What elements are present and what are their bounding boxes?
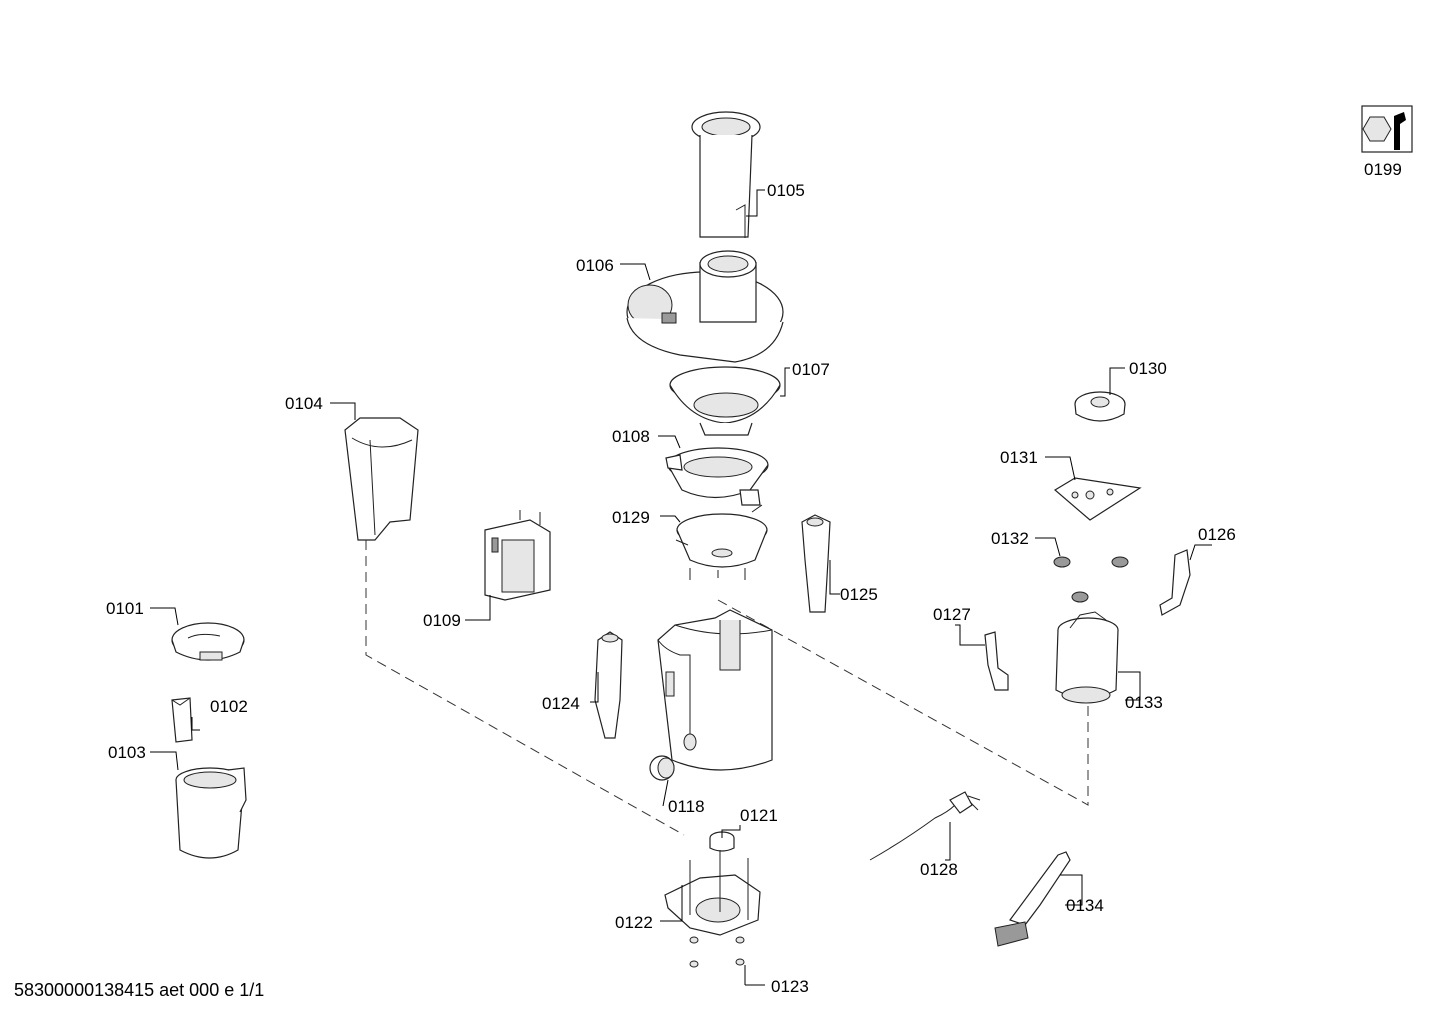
pulp-container (344, 417, 419, 541)
part-label-0126: 0126 (1198, 525, 1236, 544)
small-bracket (984, 631, 1009, 691)
control-knob (649, 755, 675, 781)
motor-bracket (1053, 477, 1142, 521)
filter-basket (669, 366, 781, 436)
jug-lid (171, 622, 245, 661)
juicer-lid (626, 250, 784, 363)
part-label-0107: 0107 (792, 360, 830, 379)
part-label-0121: 0121 (740, 806, 778, 825)
motor-housing (657, 609, 773, 771)
part-label-0108: 0108 (612, 427, 650, 446)
foam-separator (171, 697, 193, 743)
part-label-0125: 0125 (840, 585, 878, 604)
part-label-0102: 0102 (210, 697, 248, 716)
part-label-0124: 0124 (542, 694, 580, 713)
part-label-0131: 0131 (1000, 448, 1038, 467)
food-pusher (691, 111, 761, 238)
juice-jug (175, 767, 247, 859)
part-label-0104: 0104 (285, 394, 323, 413)
part-label-0133: 0133 (1125, 693, 1163, 712)
part-label-0128: 0128 (920, 860, 958, 879)
juice-collector (665, 447, 769, 506)
part-label-0130: 0130 (1129, 359, 1167, 378)
base-plate (664, 850, 761, 936)
power-cord (869, 791, 981, 861)
motor (1055, 611, 1119, 704)
part-label-0118: 0118 (668, 797, 705, 816)
service-tool-icon (1361, 105, 1413, 153)
part-label-0101: 0101 (106, 599, 144, 618)
part-label-0109: 0109 (423, 611, 461, 630)
part-label-0122: 0122 (615, 913, 653, 932)
part-label-0123: 0123 (771, 977, 809, 996)
part-label-0106: 0106 (576, 256, 614, 275)
cleaning-brush (994, 851, 1071, 947)
part-label-0129: 0129 (612, 508, 650, 527)
cooling-fan (1074, 391, 1126, 422)
switch-bracket (1159, 549, 1191, 616)
right-locking-arm (801, 514, 831, 613)
part-label-0132: 0132 (991, 529, 1029, 548)
part-label-0134: 0134 (1066, 896, 1104, 915)
spindle-holder (675, 504, 768, 580)
part-label-0199: 0199 (1364, 160, 1402, 179)
part-label-0127: 0127 (933, 605, 971, 624)
left-locking-arm (594, 631, 623, 739)
part-label-0103: 0103 (108, 743, 146, 762)
part-labels: 0105 0106 0107 0108 0129 0104 0109 0101 … (106, 160, 1402, 996)
leader-lines (150, 189, 1212, 986)
electronic-module (484, 510, 551, 601)
assembly-dashed-lines (365, 540, 1089, 836)
rubber-dampers (1053, 556, 1129, 603)
part-label-0105: 0105 (767, 181, 805, 200)
document-footer-id: 58300000138415 aet 000 e 1/1 (14, 980, 265, 1000)
rubber-feet (689, 936, 745, 968)
